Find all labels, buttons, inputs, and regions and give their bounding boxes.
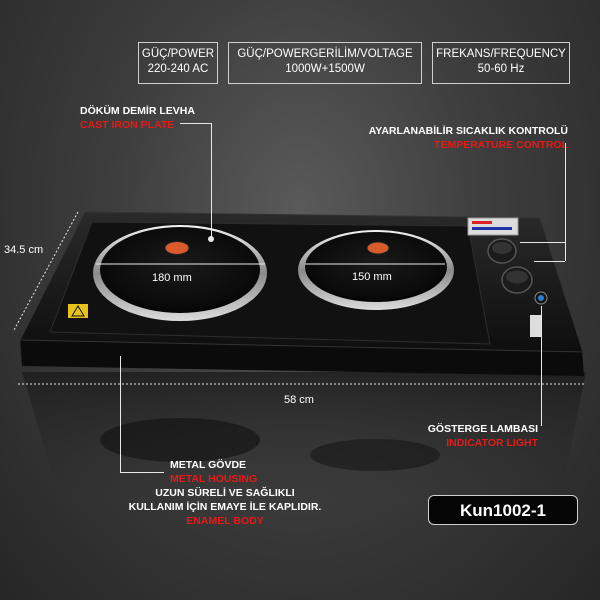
label-metal-body-tr: METAL GÖVDE	[170, 459, 247, 471]
label-temp-control: AYARLANABİLİR SICAKLIK KONTROLÜ TEMPERAT…	[360, 124, 568, 152]
warning-triangle-icon	[71, 305, 85, 317]
label-enamel-line2: KULLANIM İÇİN EMAYE İLE KAPLIDIR.	[128, 501, 322, 513]
label-cast-iron-en: CAST IRON PLATE	[80, 119, 175, 131]
small-plate	[305, 232, 447, 302]
dimension-plate-small: 150 mm	[352, 271, 392, 283]
leader-indicator	[541, 306, 542, 426]
spec-voltage-title: GÜÇ/POWERGERİLİM/VOLTAGE	[237, 48, 413, 60]
reflection-plate-right	[310, 439, 440, 471]
spec-power: GÜÇ/POWER 220-240 AC	[138, 42, 218, 84]
label-indicator: GÖSTERGE LAMBASI INDICATOR LIGHT	[420, 422, 538, 450]
label-indicator-tr: GÖSTERGE LAMBASI	[427, 423, 538, 435]
panel-label-sticker	[467, 217, 519, 236]
brand-badge	[530, 315, 542, 337]
label-cast-iron-tr: DÖKÜM DEMİR LEVHA	[80, 105, 195, 117]
leader-metal-body-h	[120, 472, 164, 473]
label-metal-body: METAL GÖVDE METAL HOUSING	[170, 458, 257, 486]
leader-cast-iron-v	[211, 123, 212, 238]
label-enamel-en: ENAMEL BODY	[186, 515, 264, 527]
spec-frequency-value: 50-60 Hz	[477, 63, 525, 75]
dimension-depth: 34.5 cm	[4, 244, 44, 256]
label-temp-control-en: TEMPERATURE CONTROL	[434, 139, 568, 151]
leader-cast-iron-dot	[208, 236, 214, 242]
leader-cast-iron-h	[180, 123, 212, 124]
spec-voltage: GÜÇ/POWERGERİLİM/VOLTAGE 1000W+1500W	[228, 42, 422, 84]
dimension-plate-large: 180 mm	[152, 272, 192, 284]
label-metal-body-en: METAL HOUSING	[170, 473, 258, 485]
leader-temp-h1	[520, 242, 565, 243]
spec-frequency: FREKANS/FREQUENCY 50-60 Hz	[432, 42, 570, 84]
spec-power-value: 220-240 AC	[147, 63, 209, 75]
label-cast-iron: DÖKÜM DEMİR LEVHA CAST IRON PLATE	[80, 104, 195, 132]
label-indicator-en: INDICATOR LIGHT	[446, 437, 538, 449]
label-enamel: UZUN SÜRELİ VE SAĞLIKLI KULLANIM İÇİN EM…	[120, 486, 330, 528]
large-plate-center	[164, 241, 190, 255]
reflection-plate-left	[100, 418, 260, 462]
dimension-width: 58 cm	[284, 394, 314, 406]
stove-reflection	[22, 372, 586, 500]
model-badge: Kun1002-1	[428, 495, 578, 525]
leader-temp-h2	[534, 261, 565, 262]
label-temp-control-tr: AYARLANABİLİR SICAKLIK KONTROLÜ	[368, 125, 568, 137]
large-plate	[100, 227, 260, 313]
leader-metal-body-v	[120, 356, 121, 472]
spec-power-title: GÜÇ/POWER	[141, 48, 215, 60]
leader-temp-v	[565, 143, 566, 261]
small-plate-center	[366, 241, 390, 255]
label-enamel-line1: UZUN SÜRELİ VE SAĞLIKLI	[155, 487, 295, 499]
spec-voltage-value: 1000W+1500W	[285, 63, 365, 75]
spec-frequency-title: FREKANS/FREQUENCY	[436, 48, 566, 60]
